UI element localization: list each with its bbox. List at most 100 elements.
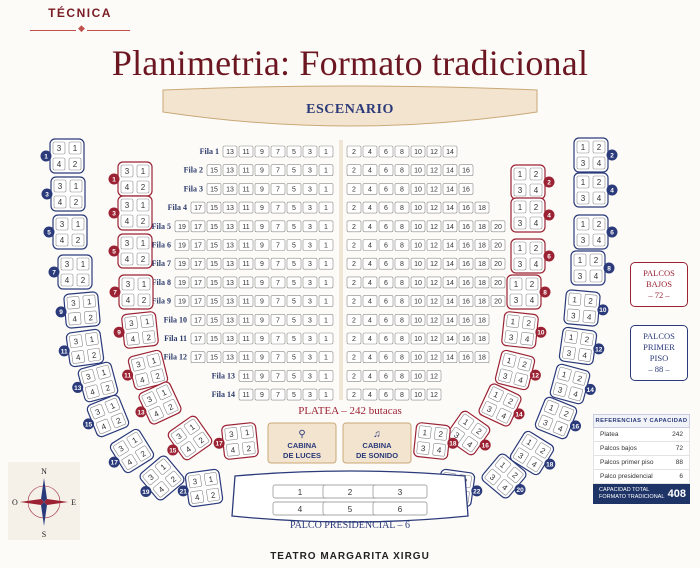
seat[interactable]: [346, 239, 362, 251]
seat[interactable]: [254, 145, 270, 158]
seat[interactable]: [410, 351, 426, 364]
seat[interactable]: [410, 295, 426, 307]
seat[interactable]: [346, 351, 362, 364]
seat[interactable]: [318, 239, 334, 251]
seat[interactable]: [346, 220, 362, 233]
seat[interactable]: [174, 220, 190, 233]
seat[interactable]: [270, 295, 286, 307]
seat[interactable]: [442, 351, 458, 364]
seat[interactable]: [346, 370, 362, 382]
seat[interactable]: [286, 332, 302, 345]
seat[interactable]: [174, 295, 190, 307]
seat[interactable]: [238, 239, 254, 251]
seat[interactable]: [238, 388, 254, 401]
seat[interactable]: [394, 257, 410, 270]
seat[interactable]: [238, 201, 254, 214]
seat[interactable]: [442, 201, 458, 214]
seat[interactable]: [394, 276, 410, 289]
seat[interactable]: [270, 164, 286, 176]
seat[interactable]: [362, 183, 378, 195]
seat[interactable]: [378, 388, 394, 401]
seat[interactable]: [270, 388, 286, 401]
seat[interactable]: [190, 313, 206, 326]
seat[interactable]: [346, 295, 362, 307]
seat[interactable]: [490, 220, 506, 233]
seat[interactable]: [174, 276, 190, 289]
seat[interactable]: [474, 276, 490, 289]
seat[interactable]: [254, 183, 270, 195]
seat[interactable]: [318, 332, 334, 345]
presidential-seat[interactable]: [372, 484, 428, 499]
seat[interactable]: [286, 164, 302, 176]
seat[interactable]: [442, 239, 458, 251]
seat[interactable]: [378, 239, 394, 251]
seat[interactable]: [378, 295, 394, 307]
seat[interactable]: [474, 295, 490, 307]
seat[interactable]: [318, 183, 334, 195]
seat[interactable]: [394, 370, 410, 382]
seat[interactable]: [362, 295, 378, 307]
seat[interactable]: [302, 276, 318, 289]
seat[interactable]: [238, 257, 254, 270]
seat[interactable]: [442, 164, 458, 176]
seat[interactable]: [426, 220, 442, 233]
seat[interactable]: [362, 370, 378, 382]
seat[interactable]: [270, 370, 286, 382]
seat[interactable]: [474, 257, 490, 270]
seat[interactable]: [190, 201, 206, 214]
seat[interactable]: [270, 257, 286, 270]
seat[interactable]: [254, 370, 270, 382]
seat[interactable]: [426, 183, 442, 195]
seat[interactable]: [286, 257, 302, 270]
seat[interactable]: [270, 332, 286, 345]
seat[interactable]: [346, 257, 362, 270]
seat[interactable]: [286, 276, 302, 289]
seat[interactable]: [458, 201, 474, 214]
seat[interactable]: [318, 145, 334, 158]
seat[interactable]: [302, 388, 318, 401]
seat[interactable]: [362, 276, 378, 289]
seat[interactable]: [458, 220, 474, 233]
seat[interactable]: [474, 239, 490, 251]
seat[interactable]: [206, 257, 222, 270]
seat[interactable]: [174, 257, 190, 270]
seat[interactable]: [410, 276, 426, 289]
seat[interactable]: [302, 313, 318, 326]
seat[interactable]: [442, 145, 458, 158]
seat[interactable]: [286, 201, 302, 214]
seat[interactable]: [394, 220, 410, 233]
seat[interactable]: [318, 164, 334, 176]
seat[interactable]: [474, 201, 490, 214]
seat[interactable]: [410, 220, 426, 233]
seat[interactable]: [426, 370, 442, 382]
seat[interactable]: [222, 239, 238, 251]
seat[interactable]: [286, 313, 302, 326]
seat[interactable]: [254, 276, 270, 289]
seat[interactable]: [346, 145, 362, 158]
seat[interactable]: [270, 351, 286, 364]
seat[interactable]: [286, 239, 302, 251]
seat[interactable]: [190, 239, 206, 251]
seat[interactable]: [254, 351, 270, 364]
seat[interactable]: [346, 183, 362, 195]
seat[interactable]: [206, 220, 222, 233]
seat[interactable]: [378, 257, 394, 270]
seat[interactable]: [254, 239, 270, 251]
